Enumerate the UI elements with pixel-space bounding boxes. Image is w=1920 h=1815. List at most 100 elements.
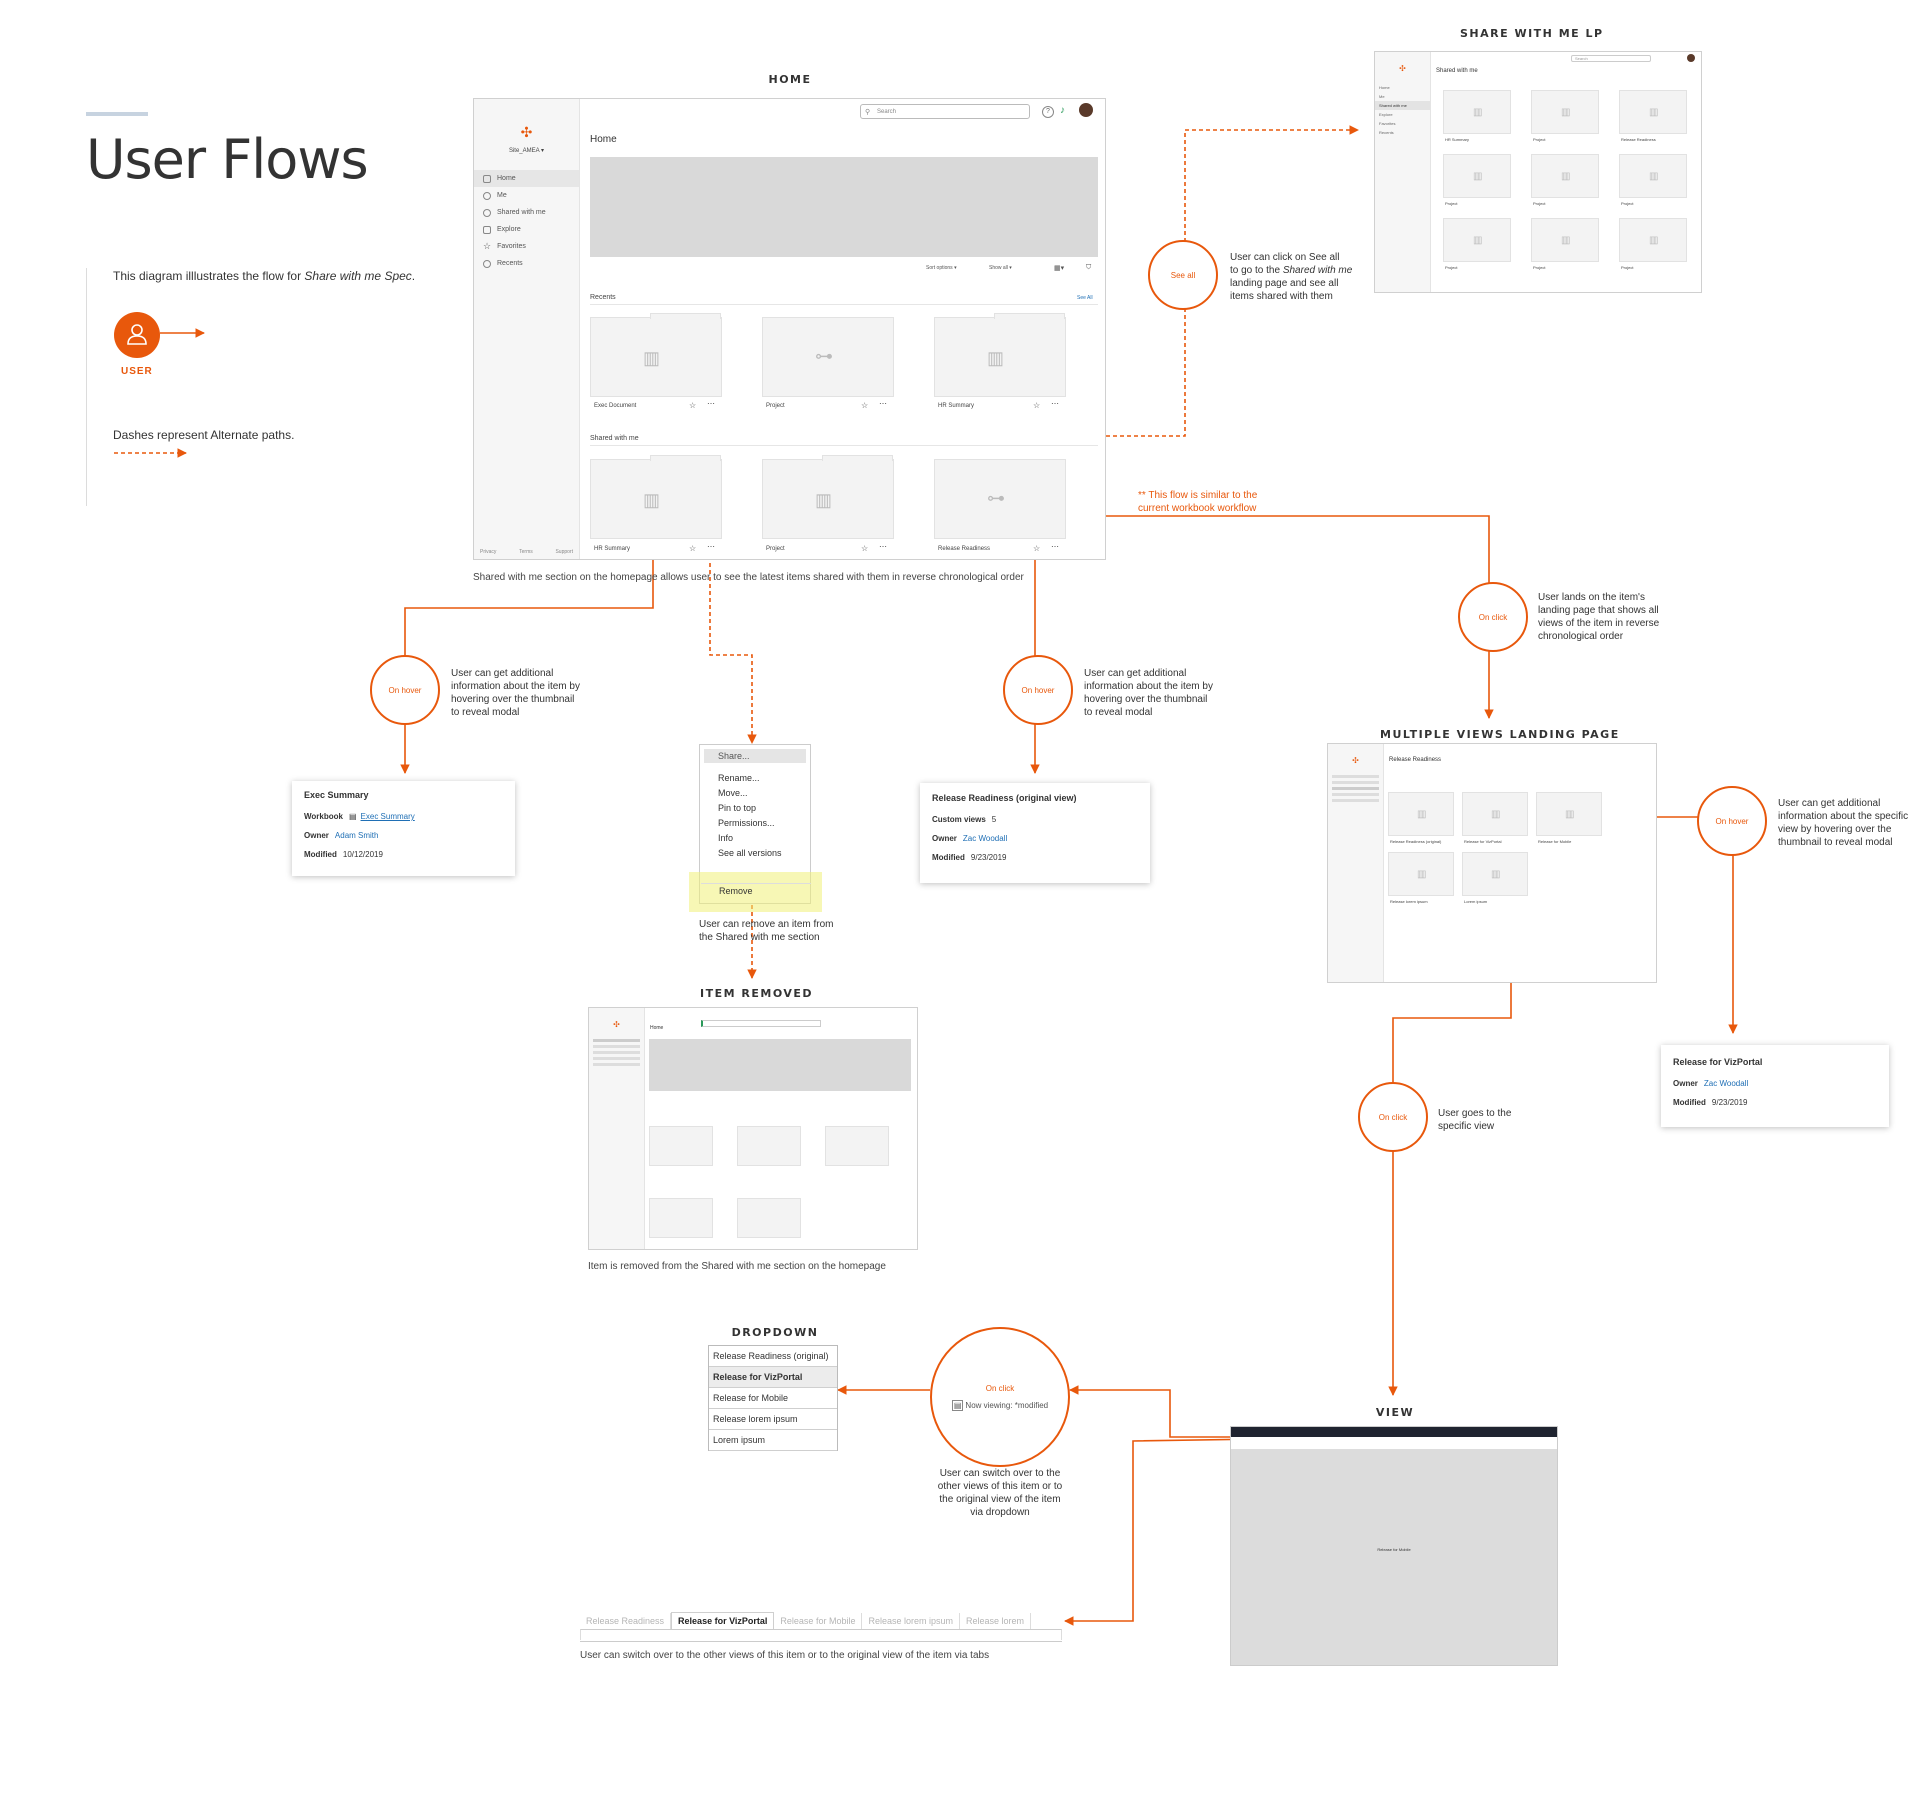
nav-shared[interactable]: Shared with me <box>1375 101 1430 110</box>
tab-release-mobile[interactable]: Release for Mobile <box>774 1613 863 1629</box>
footer-terms[interactable]: Terms <box>519 549 533 555</box>
grid-card[interactable]: ▥ <box>1443 218 1511 262</box>
more-icon[interactable]: ⋯ <box>879 542 887 551</box>
hover-left-note: User can get additional information abou… <box>451 667 580 719</box>
onclick-right-circle: On click <box>1458 582 1528 652</box>
menu-item[interactable]: Rename... <box>718 773 760 783</box>
avatar[interactable] <box>1079 103 1093 117</box>
dropdown-item[interactable]: Release for Mobile <box>709 1388 837 1409</box>
nav-favorites[interactable]: Favorites <box>1379 121 1396 126</box>
onclick-view-circle: On click <box>1358 1082 1428 1152</box>
footer-support[interactable]: Support <box>555 549 573 555</box>
grid-icon[interactable]: ▦▾ <box>1054 265 1065 272</box>
star-icon[interactable]: ☆ <box>1033 401 1041 410</box>
avatar[interactable] <box>1687 54 1695 62</box>
grid-card[interactable]: ▥ <box>1443 154 1511 198</box>
grid-card[interactable]: ▥ <box>1536 792 1602 836</box>
modal-key: Owner <box>1673 1079 1698 1088</box>
star-icon[interactable]: ☆ <box>861 544 869 553</box>
recent-card-2[interactable]: ⊶ <box>762 317 894 397</box>
page-title: User Flows <box>86 128 369 191</box>
owner-link[interactable]: Zac Woodall <box>1703 1079 1749 1088</box>
dropdown-list: Release Readiness (original) Release for… <box>708 1345 838 1451</box>
dropdown-item[interactable]: Release Readiness (original) <box>709 1346 837 1367</box>
menu-item[interactable]: See all versions <box>718 848 782 858</box>
note-line: chronological order <box>1538 631 1624 642</box>
tab-release-lorem[interactable]: Release lorem <box>960 1613 1032 1629</box>
grid-card[interactable]: ▥ <box>1619 218 1687 262</box>
recent-card-1[interactable]: ▥ <box>590 313 722 397</box>
modal-title: Release for VizPortal <box>1673 1057 1763 1067</box>
recents-see-all[interactable]: See All <box>1077 295 1093 301</box>
shared-card-3[interactable]: ⊶ <box>934 459 1066 539</box>
owner-link[interactable]: Zac Woodall <box>962 834 1008 843</box>
grid-card[interactable]: ▥ <box>1462 852 1528 896</box>
footer-privacy[interactable]: Privacy <box>480 549 497 555</box>
grid-card[interactable]: ▥ <box>1531 218 1599 262</box>
menu-item[interactable]: Permissions... <box>718 818 775 828</box>
bell-icon[interactable]: ♪ <box>1060 105 1065 116</box>
dropdown-item[interactable]: Release lorem ipsum <box>709 1409 837 1430</box>
menu-remove-item[interactable]: Remove <box>701 883 811 899</box>
release-readiness-modal: Release Readiness (original view) Custom… <box>920 783 1150 883</box>
nav-recents[interactable]: Recents <box>474 255 579 272</box>
menu-item[interactable]: Move... <box>718 788 748 798</box>
more-icon[interactable]: ⋯ <box>707 542 715 551</box>
filter-icon[interactable]: ⛉ <box>1086 264 1092 271</box>
dropdown-item[interactable]: Lorem ipsum <box>709 1430 837 1451</box>
nav-favorites[interactable]: ☆Favorites <box>474 238 579 255</box>
nav-label: Favorites <box>497 243 526 250</box>
star-icon[interactable]: ☆ <box>861 401 869 410</box>
workbook-note: ** This flow is similar to the current w… <box>1138 489 1257 515</box>
thumb <box>737 1126 801 1166</box>
dropdown-item-selected[interactable]: Release for VizPortal <box>709 1367 837 1388</box>
more-icon[interactable]: ⋯ <box>707 399 715 408</box>
tab-release-lorem-ipsum[interactable]: Release lorem ipsum <box>862 1613 961 1629</box>
workbook-link[interactable]: Exec Summary <box>360 812 415 821</box>
nav-me[interactable]: Me <box>474 187 579 204</box>
help-icon[interactable]: ? <box>1042 106 1054 118</box>
nav-home[interactable]: Home <box>474 170 579 187</box>
grid-card[interactable]: ▥ <box>1443 90 1511 134</box>
grid-card[interactable]: ▥ <box>1619 90 1687 134</box>
more-icon[interactable]: ⋯ <box>1051 399 1059 408</box>
grid-card[interactable]: ▥ <box>1388 792 1454 836</box>
nav-explore[interactable]: Explore <box>474 221 579 238</box>
show-all[interactable]: Show all ▾ <box>989 265 1012 271</box>
nav-home[interactable]: Home <box>1379 85 1390 90</box>
search-box[interactable]: Search <box>1571 55 1651 62</box>
more-icon[interactable]: ⋯ <box>879 399 887 408</box>
shared-card-2[interactable]: ▥ <box>762 455 894 539</box>
star-icon[interactable]: ☆ <box>1033 544 1041 553</box>
star-icon[interactable]: ☆ <box>689 401 697 410</box>
menu-item[interactable]: Info <box>718 833 734 843</box>
grid-card[interactable]: ▥ <box>1531 154 1599 198</box>
tab-release-readiness[interactable]: Release Readiness <box>580 1613 672 1629</box>
shared-card-1[interactable]: ▥ <box>590 455 722 539</box>
grid-card[interactable]: ▥ <box>1388 852 1454 896</box>
menu-item[interactable]: Pin to top <box>718 803 757 813</box>
now-viewing: ▤Now viewing: *modified <box>951 1400 1048 1411</box>
more-icon[interactable]: ⋯ <box>1051 542 1059 551</box>
recent-card-3[interactable]: ▥ <box>934 313 1066 397</box>
search-box[interactable]: ⚲ Search <box>860 104 1030 119</box>
owner-link[interactable]: Adam Smith <box>334 831 379 840</box>
modified-value: 10/12/2019 <box>342 850 383 859</box>
sort-options[interactable]: Sort options ▾ <box>926 265 957 271</box>
grid-card[interactable]: ▥ <box>1619 154 1687 198</box>
nav-me[interactable]: Me <box>1379 94 1385 99</box>
grid-card[interactable]: ▥ <box>1462 792 1528 836</box>
site-selector[interactable]: Site_AMEA ▾ <box>508 148 545 154</box>
grid-card[interactable]: ▥ <box>1531 90 1599 134</box>
tab-release-vizportal[interactable]: Release for VizPortal <box>671 1612 775 1629</box>
thumb <box>649 1126 713 1166</box>
shared-card-2-label: Project <box>766 546 785 552</box>
item-removed-screen: ✣ Home <box>588 1007 918 1250</box>
menu-share-item[interactable]: Share... <box>704 749 806 763</box>
nav-explore[interactable]: Explore <box>1379 112 1393 117</box>
nav-shared[interactable]: Shared with me <box>474 204 579 221</box>
star-icon[interactable]: ☆ <box>689 544 697 553</box>
remove-note: User can remove an item from the Shared … <box>699 918 834 944</box>
nav-recents[interactable]: Recents <box>1379 130 1394 135</box>
